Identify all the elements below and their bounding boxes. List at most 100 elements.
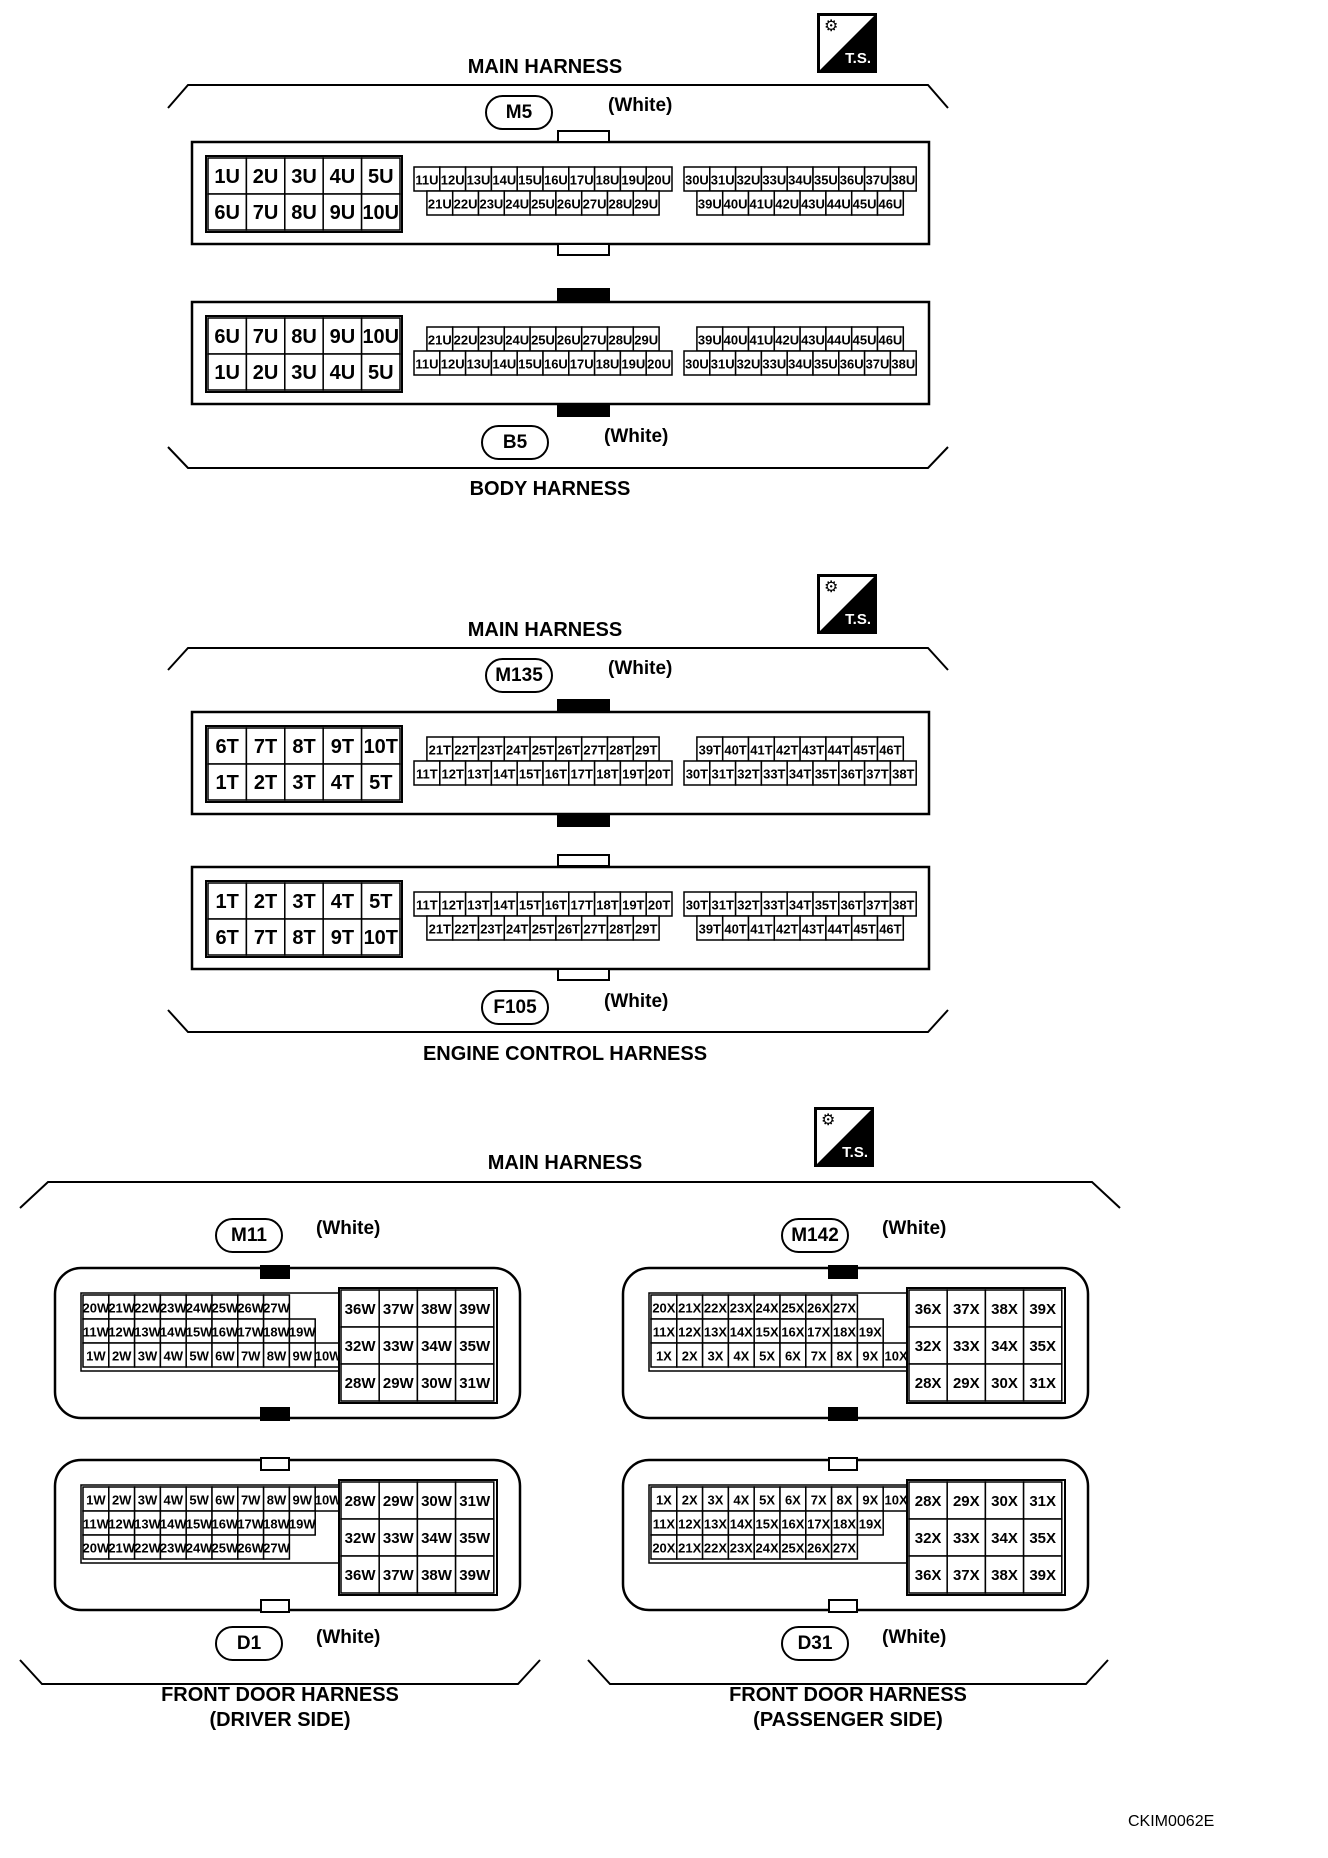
connector-m5-mid-pin-label: 29U [634,197,658,212]
connector-m142-small-pin-label: 11X [653,1325,676,1340]
connector-f105-big-pin-label: 8T [292,927,315,949]
connector-m5-right-pin-label: 46U [878,197,902,212]
harness-title-driver-side-line1: FRONT DOOR HARNESS [161,1684,399,1706]
connector-f105-big-pin-label: 4T [331,891,354,913]
connector-m5-right-pin-label: 39U [698,197,722,212]
connector-b5-right-pin-label: 40U [724,333,748,348]
connector-m135-big-pin-cell [360,727,401,765]
connector-m11-small-pin-label: 17W [237,1325,264,1340]
connector-m11-small-pin-label: 23W [160,1301,187,1316]
connector-d31-big-pin-label: 32X [915,1530,942,1547]
connector-b5-right-pin-cell [760,350,788,376]
connector-b5-mid-pin-cell [464,350,493,376]
connector-m135-mid-pin-label: 21T [429,743,451,758]
connector-f105-big-pin-cell [284,882,324,920]
connector-f105-mid-pin-label: 28T [609,922,631,937]
connector-d31-small-pin-label: 4X [733,1493,749,1508]
connector-f105-right-pin-cell [799,915,827,941]
connector-m135-big-pin-label: 2T [254,772,277,794]
connector-d1-small-pin-label: 2W [112,1493,132,1508]
connector-m5-mid-pin-cell [490,166,518,192]
connector-m11-small-pin-label: 15W [186,1325,213,1340]
connector-m142-small-pin-label: 22X [704,1301,727,1316]
connector-m5-right-pin-cell [799,190,827,216]
connector-m5-big-pin-label: 5U [368,166,394,188]
ts-icon-s2: ⚙ T.S. [817,574,877,634]
connector-b5-right-pin-label: 41U [749,333,773,348]
connector-m11-small-pin-label: 24W [186,1301,213,1316]
color-label-d1: (White) [316,1627,381,1648]
connector-f105-big-pin-label: 3T [292,891,315,913]
connector-b5-big-pin-label: 8U [291,326,317,348]
connector-id-b5: B5 [481,425,549,460]
connector-b5-right-pin-cell [721,326,750,352]
connector-m11-small-pin-cell [237,1294,265,1320]
connector-d31-small-pin-cell [753,1534,781,1560]
connector-f105-big-pin-cell [245,882,286,920]
connector-d31-big-pin-label: 33X [953,1530,980,1547]
connector-m11-small-pin-label: 8W [267,1349,287,1364]
connector-b5-mid-pin-label: 21U [428,333,452,348]
connector-m11-big-pin-cell [378,1326,419,1365]
figure-code: CKIM0062E [1128,1813,1215,1830]
connector-m11-big-pin-label: 28W [345,1375,377,1392]
connector-m135-mid-pin-label: 14T [493,767,515,782]
connector-m135-right-pin-label: 38T [892,767,914,782]
connector-d31-small-pin-label: 11X [653,1517,676,1532]
harness-title-passenger-side-line1: FRONT DOOR HARNESS [729,1684,967,1706]
connector-d31-small-pin-label: 14X [730,1517,753,1532]
connector-id-d1: D1 [215,1626,283,1661]
connector-m11-small-pin-label: 7W [241,1349,261,1364]
connector-m135-big-pin-label: 1T [216,772,239,794]
connector-m5-big-pin-label: 10U [362,202,399,224]
connector-m142-small-pin-cell [805,1342,833,1368]
connector-b5-right-pin-label: 42U [775,333,799,348]
connector-m11-small-pin-cell [314,1342,342,1368]
connector-f105-big-pin-cell [207,882,248,920]
connector-f105-right-pin-label: 30T [686,898,708,913]
harness-title-engine-control: ENGINE CONTROL HARNESS [422,1043,708,1065]
connector-m135-mid-pin-label: 16T [545,767,567,782]
connector-f105-mid-pin-label: 15T [519,898,541,913]
connector-m142-big-pin-label: 30X [991,1375,1018,1392]
connector-m11-small-pin-label: 20W [83,1301,110,1316]
connector-f105-big-pin-cell [322,882,363,920]
bracket-bottom-s1 [167,446,949,469]
connector-f105-big-pin-label: 9T [331,927,354,949]
connector-m11-big-pin-label: 38W [421,1301,453,1318]
connector-d31-small-pin-cell [856,1510,884,1536]
connector-d31-small-pin-label: 13X [704,1517,727,1532]
connector-m11-small-pin-label: 3W [138,1349,158,1364]
connector-m5-right-pin-label: 35U [814,173,838,188]
connector-d1-small-pin-label: 10W [315,1493,342,1508]
connector-f105-right-pin-cell [721,915,750,941]
connector-b5-mid-pin-cell [426,326,454,352]
connector-m135-tab-top [557,699,610,713]
connector-d31-big-pin-label: 39X [1029,1567,1056,1584]
connector-m142-small-pin-label: 1X [656,1349,672,1364]
connector-m5-mid-pin-label: 26U [557,197,581,212]
connector-m11-small-pin-cell [133,1318,162,1344]
connector-m142-big-pin-label: 39X [1029,1301,1056,1318]
connector-d1-big-pin-cell [454,1481,495,1520]
connector-m142-big-pin-cell [946,1326,987,1365]
connector-m135-big-pin-cell [207,763,248,801]
connector-b5-right-pin-label: 45U [853,333,877,348]
connector-b5-mid-pin-cell [542,350,570,376]
connector-m5-mid-pin-cell [632,190,660,216]
connector-m135-mid-pin-label: 19T [622,767,644,782]
connector-symbol-icon: ⚙ [824,579,839,596]
connector-f105-right-pin-cell [838,891,866,917]
connector-m142-small-pin-label: 2X [682,1349,698,1364]
connector-m5-mid-pin-cell [477,190,506,216]
connector-d31-big-pin-label: 28X [915,1493,942,1510]
connector-b5-mid-pin-cell [645,350,673,376]
connector-d1-small-pin-label: 15W [186,1517,213,1532]
connector-d1-big-pin-label: 31W [459,1493,491,1510]
connector-b5-tab-bottom [557,403,610,417]
connector-b5-right-pin-label: 39U [698,333,722,348]
connector-b5-big-pin-cell [245,353,286,391]
connector-d1-big-pin-label: 34W [421,1530,453,1547]
connector-d31-big-pin-label: 34X [991,1530,1018,1547]
connector-d31-small-pin-cell [701,1534,730,1560]
